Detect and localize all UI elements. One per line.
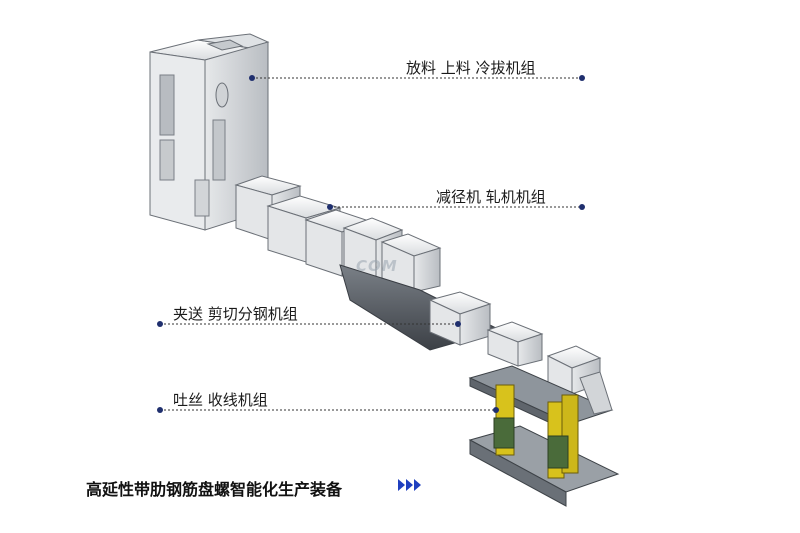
label-cold-drawing: 放料 上料 冷拔机组 (406, 59, 536, 77)
page-subtitle: 高延性带肋钢筋盘螺智能化生产装备 (86, 480, 343, 499)
coiler-frame (468, 365, 620, 507)
watermark: COM (356, 257, 398, 275)
rolling-mill-stands (266, 195, 442, 293)
label-pinch-shear: 夹送 剪切分钢机组 (173, 305, 298, 323)
leader-dots (157, 75, 585, 413)
cold-drawing-tower (149, 33, 270, 231)
triple-right-chevron-icon (398, 479, 421, 491)
pinch-shear-unit (339, 264, 602, 395)
label-laying-coiler: 吐丝 收线机组 (173, 391, 268, 409)
leader-lines (160, 77, 582, 411)
label-reducer-mill: 减径机 轧机机组 (436, 188, 546, 206)
